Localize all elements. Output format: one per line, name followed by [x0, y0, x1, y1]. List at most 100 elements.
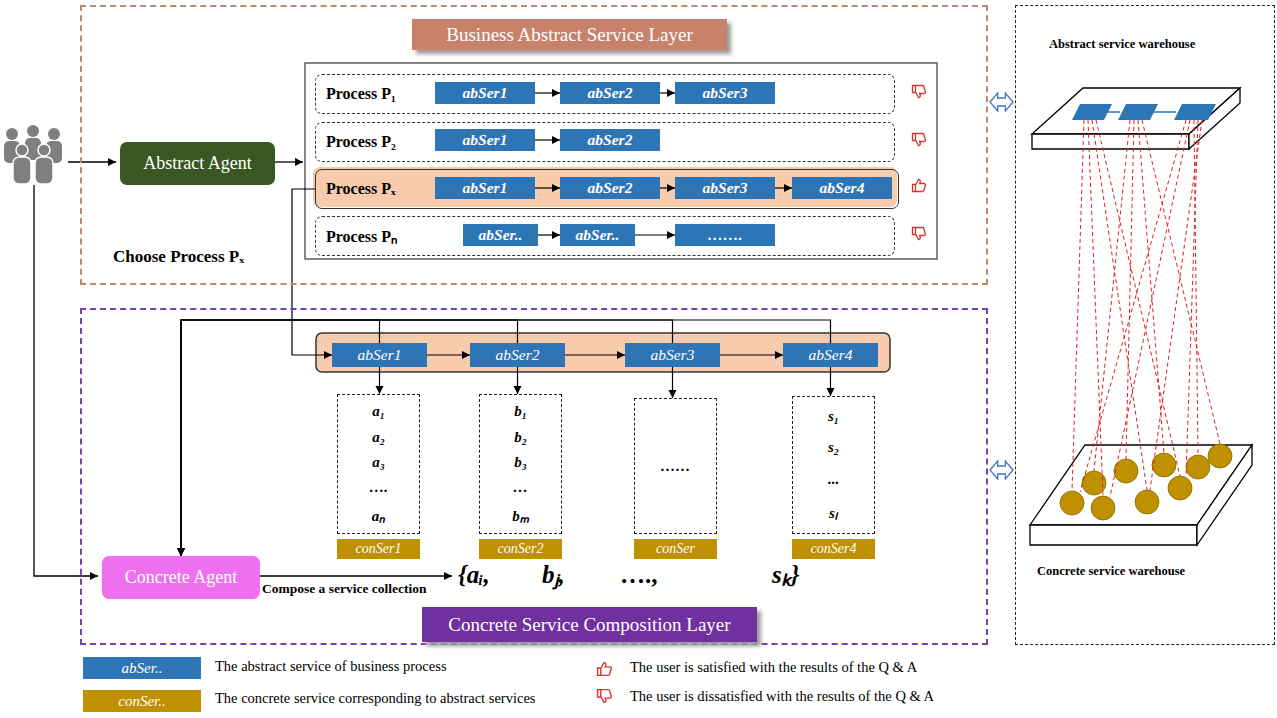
abstract-service-box: abSer..: [560, 224, 635, 246]
connector: [427, 354, 470, 355]
abstract-warehouse: [1032, 88, 1240, 149]
layer-region: Concrete Service Composition Layer abSer1…: [80, 308, 988, 645]
connector: [830, 367, 831, 396]
node-text: Process Pₓ: [326, 180, 396, 198]
connector: [538, 234, 560, 235]
layer-region: Business Abstract Service LayerAbstract …: [80, 5, 988, 285]
layer-title: Concrete service warehouse: [1037, 564, 1185, 578]
legend-text: The user is satisfied with the results o…: [630, 659, 917, 676]
node-text: conSer1: [356, 541, 402, 557]
abstract-service-box: abSer2: [560, 129, 660, 151]
node-text: Process P₁: [326, 85, 396, 103]
thumb-up: [598, 663, 612, 676]
node-text: a₃: [372, 454, 385, 471]
layer-title: Business Abstract Service Layer: [446, 24, 692, 46]
legend-text: The abstract service of business process: [215, 658, 447, 675]
node-text: abSer1: [358, 346, 402, 364]
set-element: bⱼ,: [542, 560, 592, 590]
connector: [535, 187, 560, 188]
user-links: [34, 162, 452, 576]
layer-title: Concrete Service Composition Layer: [448, 614, 730, 636]
node-text: abSer2: [588, 131, 633, 149]
abstract-service-box: abSer4: [792, 177, 892, 199]
node-text: b₂: [514, 429, 527, 446]
node-text: …: [513, 479, 528, 496]
connector: [660, 187, 675, 188]
legend-text: The concrete service corresponding to ab…: [215, 690, 535, 707]
node-text: conSer4: [811, 541, 857, 557]
abstract-service-box: abSer3: [625, 343, 720, 367]
thumb-up: [913, 180, 926, 192]
double-arrow: [990, 461, 1013, 479]
connector: [660, 92, 675, 93]
node-text: a₁: [372, 403, 385, 420]
abstract-service-box: abSer2: [560, 177, 660, 199]
node-text: abSer3: [651, 346, 695, 364]
double-arrow: [990, 93, 1013, 111]
node-text: a₂: [372, 429, 385, 446]
abstract-service-box: abSer3: [675, 177, 775, 199]
annotation: Compose a service collection: [262, 580, 462, 598]
connector: [379, 367, 380, 394]
abstract-service-box: abSer..: [463, 224, 538, 246]
users-icon: [4, 125, 62, 184]
concrete-warehouse: [1030, 444, 1252, 545]
node-text: ……: [661, 458, 691, 475]
abstract-service-box: abSer1: [435, 82, 535, 104]
node-text: abSer4: [820, 179, 865, 197]
abstract-service-box: abSer4: [783, 343, 878, 367]
legend-sample-text: conSer..: [83, 690, 201, 712]
node-text: abSer..: [576, 226, 620, 244]
abstract-service-box: abSer1: [435, 177, 535, 199]
title-tab: Concrete service warehouse: [1037, 564, 1257, 580]
node-text: bₘ: [512, 505, 529, 525]
process-box: Process P₁ abSer1 abSer2 abSer3: [315, 74, 895, 114]
connector: [535, 92, 560, 93]
thumb-down: [913, 134, 926, 146]
concrete-service-label: conSer1: [337, 539, 420, 559]
node-text: b₃: [514, 454, 527, 471]
abstract-service-box: abSer2: [470, 343, 565, 367]
connector: [635, 234, 675, 235]
layer-title: Abstract service warehouse: [1049, 37, 1195, 51]
legend-sample-text: abSer..: [83, 657, 201, 679]
process-box: Process Pₙ abSer.. abSer.. …….: [315, 216, 895, 256]
concrete-service-label: conSer: [634, 539, 717, 559]
legend-text: The user is dissatisfied with the result…: [630, 688, 934, 705]
node-text: abSer3: [703, 84, 748, 102]
thumb-down: [598, 690, 612, 703]
abstract-service-box: abSer3: [675, 82, 775, 104]
mapping-lines: [1072, 120, 1220, 497]
connector: [565, 354, 625, 355]
node-text: abSer1: [463, 84, 508, 102]
title-tab: Abstract service warehouse: [1049, 37, 1249, 53]
process-box: Process P₂ abSer1 abSer2: [315, 122, 895, 162]
node-text: aₙ: [372, 505, 386, 525]
candidate-list-box: a₁a₂a₃….aₙ: [337, 394, 420, 534]
abstract-service-box: abSer1: [435, 129, 535, 151]
set-element: ….,: [620, 560, 690, 590]
node-text: abSer1: [463, 179, 508, 197]
annotation: Choose Process Pₓ: [113, 246, 288, 268]
process-box: Process Pₓ abSer1 abSer2 abSer3 abSer4: [315, 169, 899, 209]
connector: [181, 320, 518, 556]
candidate-list-box: s₁s₂...sₗ: [792, 396, 875, 534]
node-text: abSer3: [703, 179, 748, 197]
node-text: abSer2: [588, 84, 633, 102]
thumb-down: [913, 86, 926, 98]
connector: [181, 320, 831, 556]
title-tab: Concrete Service Composition Layer: [422, 607, 757, 642]
node-text: abSer..: [479, 226, 523, 244]
node-text: ...: [828, 471, 839, 488]
selected-process-strip: [316, 333, 890, 372]
node-text: conSer: [656, 541, 695, 557]
candidate-list-box: ……: [634, 398, 717, 534]
agent-box: Concrete Agent: [102, 556, 260, 599]
layer-region: Abstract service warehouseConcrete servi…: [1015, 5, 1275, 645]
node-text: abSer2: [588, 179, 633, 197]
node-text: …….: [708, 226, 743, 244]
node-text: Process Pₙ: [326, 225, 397, 247]
node-text: Process P₂: [326, 133, 396, 151]
abstract-service-box: abSer2: [560, 82, 660, 104]
connector: [181, 320, 673, 556]
